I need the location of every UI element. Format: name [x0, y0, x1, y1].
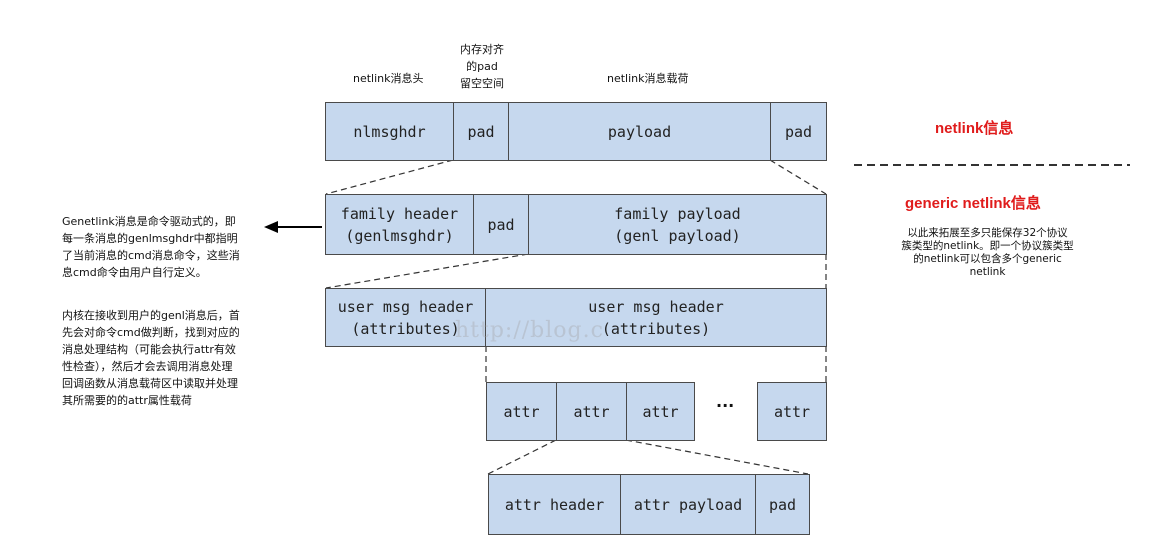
note-line: 每一条消息的genlmsghdr中都指明 [62, 232, 238, 245]
payload-box: payload [508, 102, 771, 161]
user-msg-payload-text: user msg header [588, 297, 724, 316]
attr-text: attr [773, 402, 811, 421]
attr-box: attr [486, 382, 557, 441]
pad-note-line: 留空空间 [460, 77, 504, 90]
ellipsis-text: ··· [716, 396, 735, 415]
note-line: 息cmd命令由用户自行定义。 [62, 266, 207, 279]
attr-payload-text: attr payload [633, 495, 743, 514]
user-msg-header-text: user msg header [337, 297, 474, 316]
note-line: 簇类型的netlink。即一个协议簇类型 [901, 240, 1074, 252]
attr-header-text: attr header [504, 495, 605, 514]
attr-header-box: attr header [488, 474, 621, 535]
attr-text: attr [573, 402, 610, 421]
arrow-icon [264, 221, 322, 233]
note-line: 性检查），然后才会去调用消息处理 [62, 360, 233, 373]
pad-note-line: 内存对齐 [460, 43, 504, 56]
pad-text: pad [467, 122, 495, 141]
left-note-2: 内核在接收到用户的genl消息后，首 先会对命令cmd做判断，找到对应的 消息处… [62, 307, 240, 409]
user-msg-header-box: user msg header (attributes) [325, 288, 486, 347]
note-line: 以此来拓展至多只能保存32个协议 [907, 227, 1068, 239]
family-header-box: family header (genlmsghdr) [325, 194, 474, 255]
note-line: netlink [969, 266, 1006, 278]
connector-line [487, 439, 557, 475]
family-payload-box: family payload (genl payload) [528, 194, 827, 255]
family-payload-subtext: (genl payload) [614, 226, 741, 245]
pad-box: pad [755, 474, 810, 535]
note-line: 回调函数从消息载荷区中读取并处理 [62, 377, 238, 390]
payload-text: payload [607, 122, 672, 141]
attr-box: attr [757, 382, 827, 441]
note-line: 了当前消息的cmd消息命令，这些消 [62, 249, 240, 262]
attr-text: attr [642, 402, 679, 421]
pad-box: pad [770, 102, 827, 161]
attr-box: attr [626, 382, 695, 441]
left-note-1: Genetlink消息是命令驱动式的，即 每一条消息的genlmsghdr中都指… [62, 213, 240, 281]
pad-text: pad [768, 495, 797, 514]
pad-note-label: 内存对齐 的pad 留空空间 [452, 42, 512, 91]
user-msg-header-subtext: (attributes) [351, 319, 460, 338]
family-header-subtext: (genlmsghdr) [345, 226, 454, 245]
generic-netlink-title: generic netlink信息 [905, 195, 1041, 212]
note-line: 消息处理结构（可能会执行attr有效 [62, 343, 236, 356]
netlink-title: netlink信息 [935, 120, 1014, 137]
pad-note-line: 的pad [466, 60, 498, 73]
netlink-payload-label: netlink消息载荷 [607, 72, 689, 85]
note-line: 内核在接收到用户的genl消息后，首 [62, 309, 240, 322]
attr-box: attr [556, 382, 627, 441]
user-msg-payload-subtext: (attributes) [601, 319, 711, 338]
connector-line [769, 159, 827, 195]
user-msg-payload-box: user msg header (attributes) [485, 288, 827, 347]
nlmsghdr-text: nlmsghdr [353, 122, 426, 141]
pad-text: pad [487, 215, 515, 234]
attr-text: attr [503, 402, 540, 421]
note-line: 先会对命令cmd做判断，找到对应的 [62, 326, 240, 339]
generic-netlink-note: 以此来拓展至多只能保存32个协议 簇类型的netlink。即一个协议簇类型 的n… [880, 227, 1095, 279]
netlink-header-label: netlink消息头 [353, 72, 424, 85]
family-header-text: family header [340, 204, 459, 223]
attr-payload-box: attr payload [620, 474, 756, 535]
pad-text: pad [784, 122, 813, 141]
pad-box: pad [473, 194, 529, 255]
nlmsghdr-box: nlmsghdr [325, 102, 454, 161]
family-payload-text: family payload [614, 204, 741, 223]
note-line: Genetlink消息是命令驱动式的，即 [62, 215, 236, 228]
pad-box: pad [453, 102, 509, 161]
watermark: http://blog.c [455, 318, 604, 343]
connector-line [325, 159, 454, 195]
note-line: 的netlink可以包含多个generic [913, 253, 1062, 265]
note-line: 其所需要的的attr属性载荷 [62, 394, 192, 407]
connector-line [325, 253, 529, 289]
connector-line [625, 439, 809, 475]
